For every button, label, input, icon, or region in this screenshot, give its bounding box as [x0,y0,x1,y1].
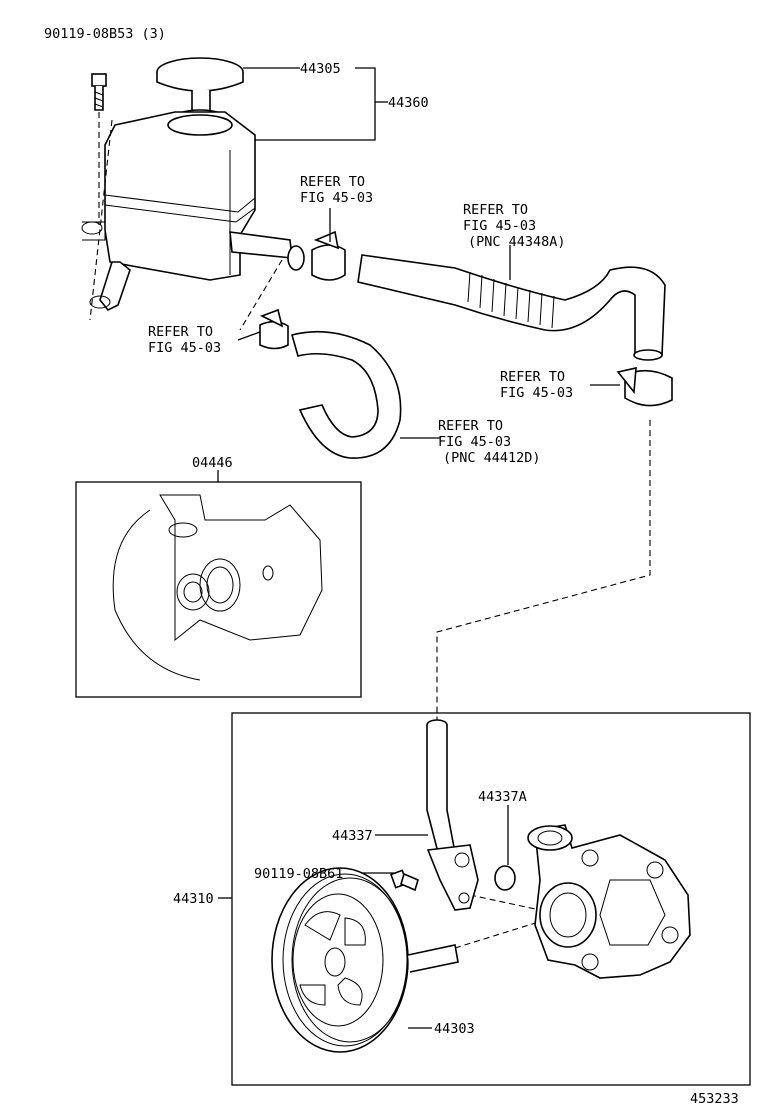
label-gasket-kit: 04446 [192,455,233,471]
label-refer-hose-top-2: FIG 45-03 [463,218,536,234]
label-refer-clamp-right-2: FIG 45-03 [500,385,573,401]
power-steering-pump [527,824,691,979]
hose-clamp-right [616,366,673,407]
o-ring-icon [494,865,516,891]
label-refer-hose-top-1: REFER TO [463,202,528,218]
pump-pulley [271,867,459,1053]
label-refer-clamp-top-2: FIG 45-03 [300,190,373,206]
connection-line-reservoir [239,259,283,331]
hose-clamp-mid [259,308,289,350]
upper-return-hose [357,254,666,361]
label-bolt-top: 90119-08B53 (3) [44,26,166,42]
label-refer-hose-low-2: FIG 45-03 [438,434,511,450]
label-pulley: 44303 [434,1021,475,1037]
label-figure-number: 453233 [690,1091,739,1107]
label-refer-hose-low-3: (PNC 44412D) [443,450,541,466]
label-refer-clamp-mid-1: REFER TO [148,324,213,340]
label-reservoir: 44360 [388,95,429,111]
label-refer-clamp-mid-2: FIG 45-03 [148,340,221,356]
connection-line-union [469,894,541,911]
label-refer-clamp-right-1: REFER TO [500,369,565,385]
label-union: 44337 [332,828,373,844]
label-bolt-pump: 90119-08B61 [254,866,343,882]
label-refer-clamp-top-1: REFER TO [300,174,365,190]
label-pump-assy: 44310 [173,891,214,907]
pump-bolt-icon [389,869,419,892]
connection-line-right [436,420,651,720]
label-cap: 44305 [300,61,341,77]
label-refer-hose-top-3: (PNC 44348A) [468,234,566,250]
reservoir-tank [81,111,305,312]
top-bolt-icon [89,73,113,321]
gasket-kit-panel [75,481,362,698]
hose-clamp-top [311,230,346,281]
lower-pressure-hose [291,330,402,459]
label-oring: 44337A [478,789,527,805]
leader-lines [217,67,620,1029]
union-tube [426,719,479,911]
connection-line-pulley [454,919,546,949]
label-refer-hose-low-1: REFER TO [438,418,503,434]
pump-assembly-panel [231,712,751,1086]
